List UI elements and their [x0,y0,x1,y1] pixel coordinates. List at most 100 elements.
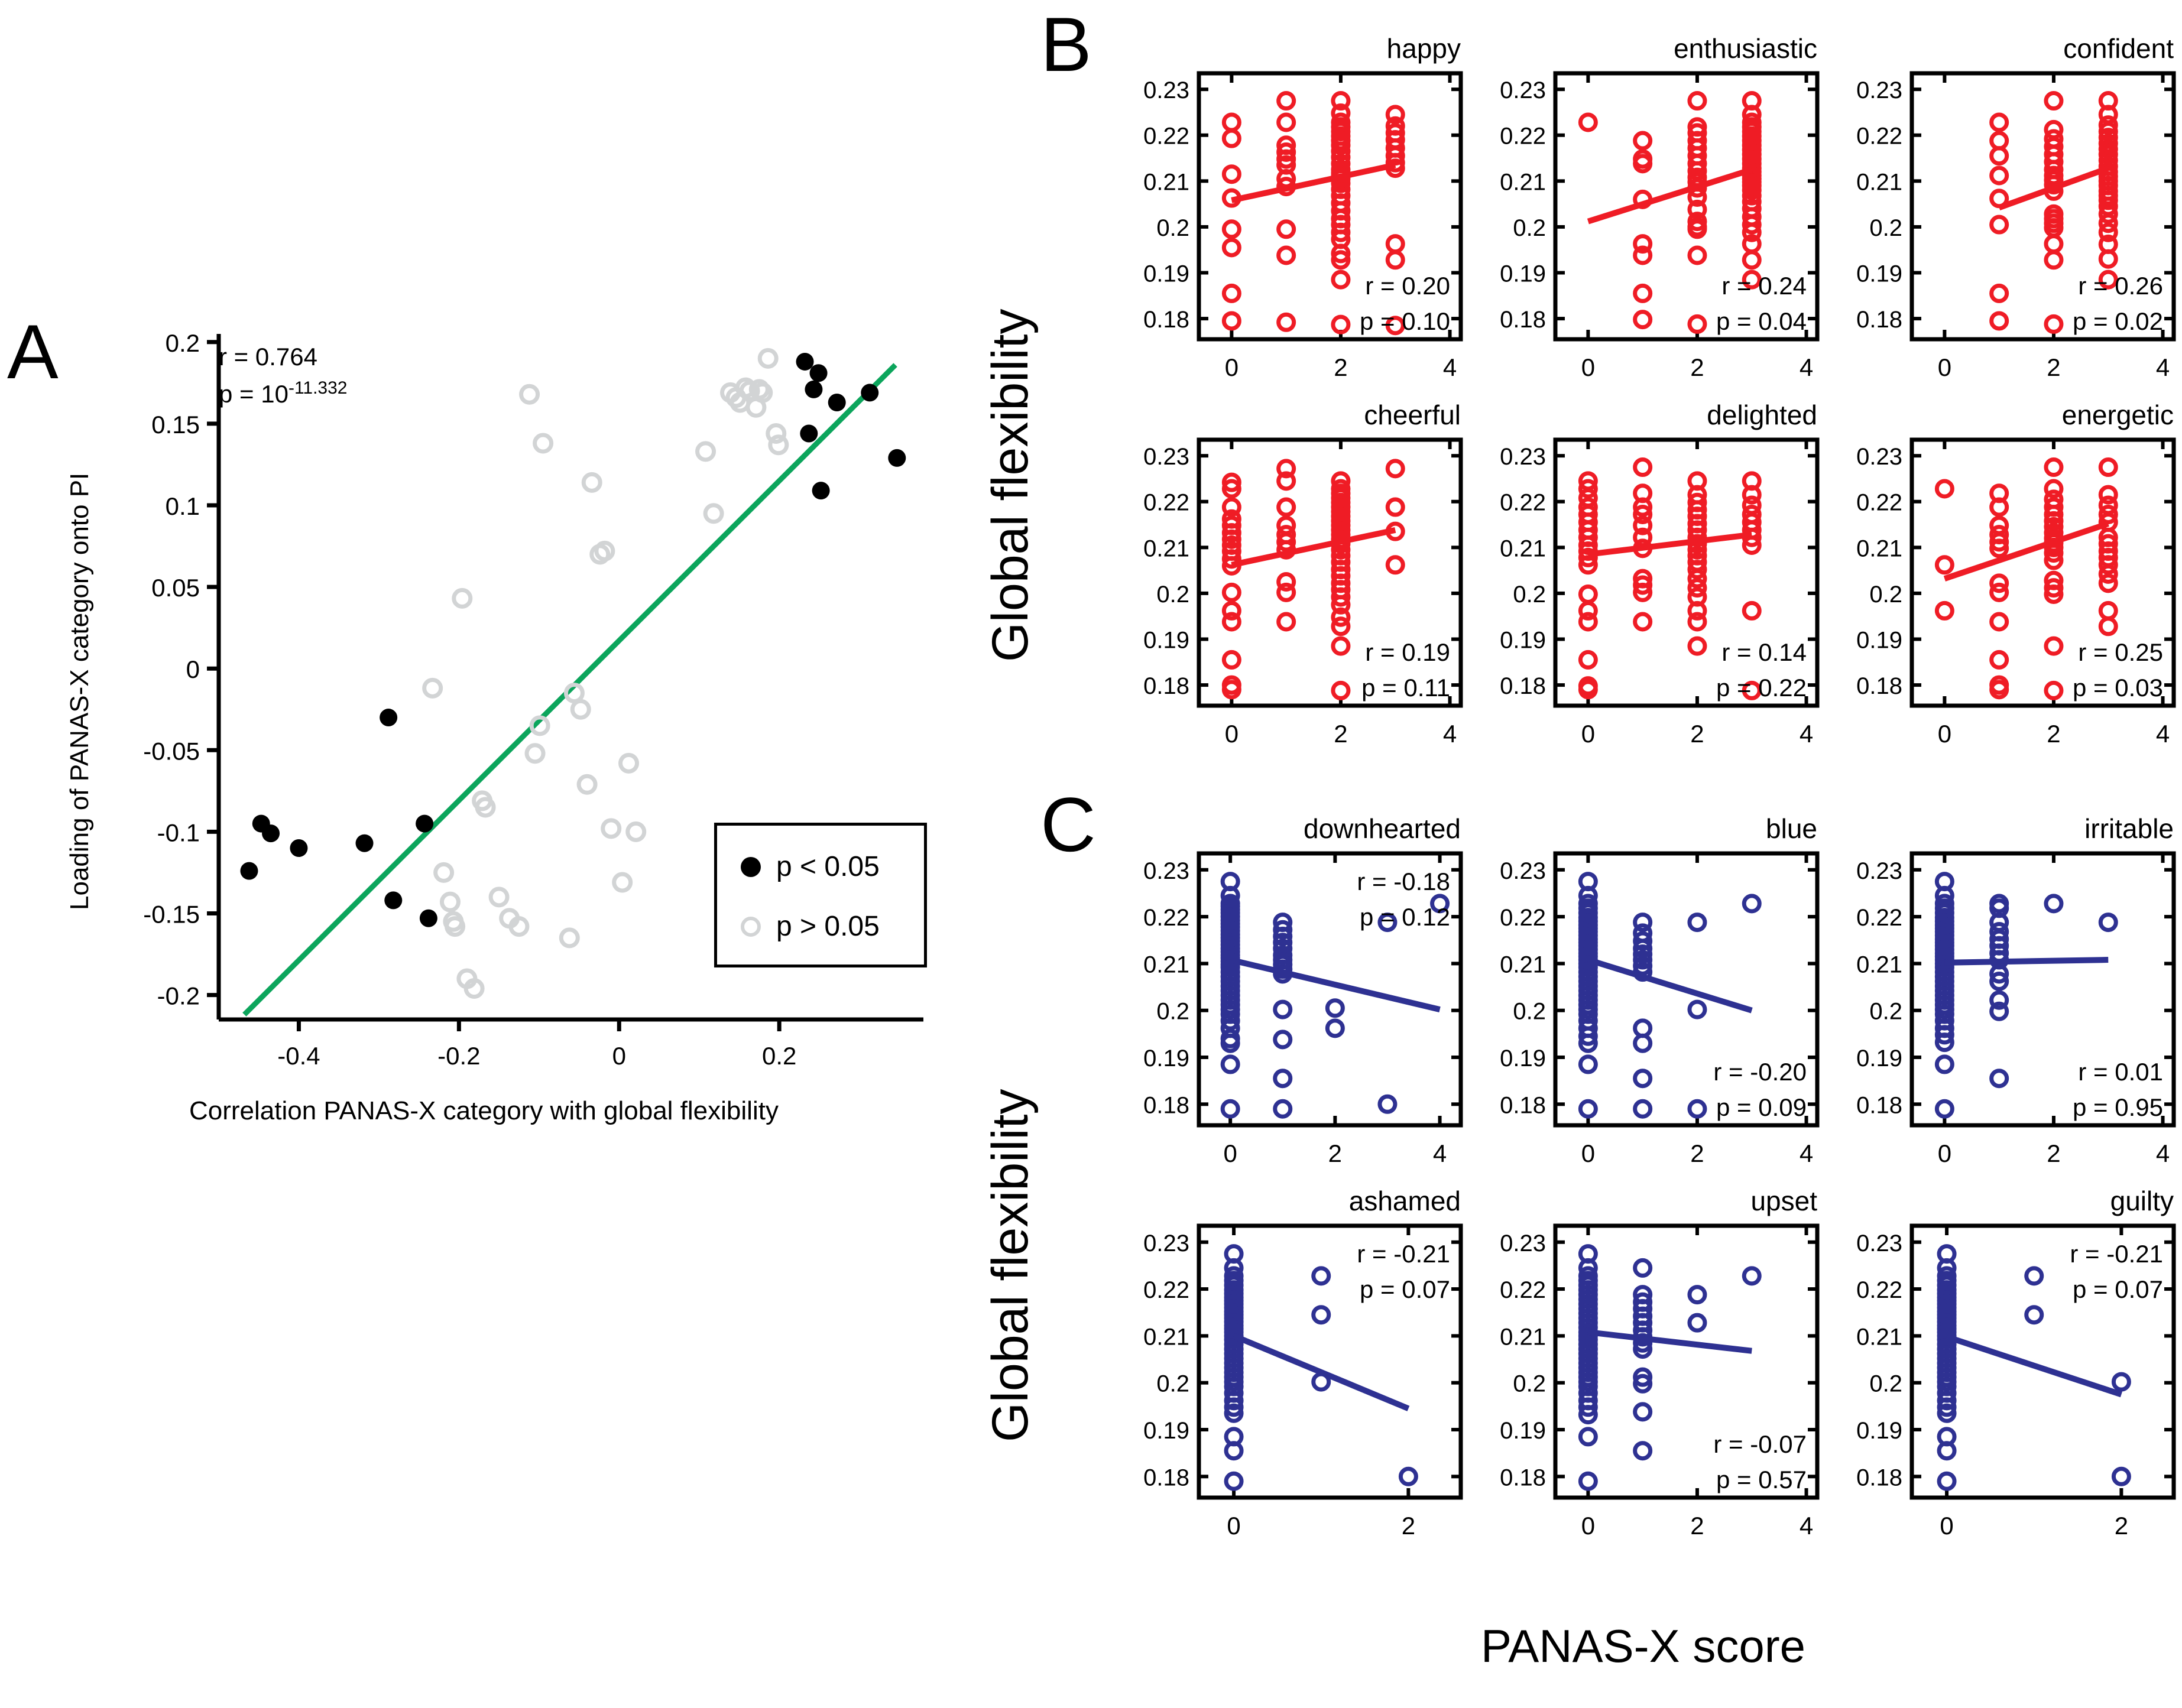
panel-a-x-tick: -0.2 [437,1042,480,1070]
subplot-data-point [2044,457,2064,478]
subplot-data-point [1633,575,1653,595]
subplot-y-tick: 0.21 [1856,169,1902,195]
subplot-data-point [1331,636,1351,656]
subplot-y-tick: 0.19 [1500,628,1546,654]
subplot-data-point [1633,504,1653,524]
subplot-data-point [1331,607,1351,627]
subplot-data-point [1633,1333,1653,1353]
subplot-y-tick: 0.2 [1156,582,1189,608]
subplot-data-point [1273,933,1293,953]
subplot-data-point [1633,149,1653,169]
subplot-data-point [1331,616,1351,637]
panel-a-y-tick: -0.15 [143,900,200,928]
subplot-regression-line [1230,957,1441,1012]
subplot-data-point [1221,112,1241,132]
subplot-data-point [1398,1466,1418,1486]
subplot-regression-line [1946,1334,2122,1398]
subplot-data-point [1687,1099,1707,1119]
subplot-p-value: p = 0.57 [1716,1466,1807,1493]
subplot-data-point [1276,91,1296,111]
subplot-data-point [1633,131,1653,151]
subplot-x-tick: 2 [1334,720,1347,748]
subplot-data-point [2098,485,2118,505]
subplot-y-tick: 0.21 [1500,169,1546,195]
subplot-data-point [1385,234,1405,254]
subplot-x-tick: 4 [2156,353,2170,381]
subplot-data-point [1385,116,1405,136]
subplot-y-tick: 0.22 [1500,490,1546,516]
legend-label-significant: p < 0.05 [776,851,880,882]
subplot-data-point [1687,245,1707,265]
panel-a-point-nonsignificant [594,540,615,561]
subplot-data-point [1687,1313,1707,1333]
subplot-regression-line [1943,521,2109,582]
subplot-data-point [2098,504,2118,524]
subplot-x-tick: 4 [1800,1139,1813,1167]
panel-a-regression-line [242,363,897,1017]
subplot-data-point [1687,636,1707,656]
subplot-data-point [1276,312,1296,332]
panel-a-y-tick: -0.05 [143,737,200,765]
subplot-data-point [1377,1094,1398,1114]
subplot-data-point [1742,199,1762,219]
subplot-x-tick: 2 [2047,1139,2060,1167]
subplot-x-tick: 0 [1225,720,1238,748]
subplot-data-point [1221,612,1241,632]
subplot-data-point [1934,479,1954,499]
panel-a-point-nonsignificant [508,916,530,937]
subplot-data-point [1331,269,1351,290]
subplot-data-point [1385,497,1405,517]
subplot-data-point [1220,872,1240,892]
subplot-x-tick: 2 [1690,720,1704,748]
subplot-data-point [1331,154,1351,174]
subplot-data-point [1742,269,1762,290]
subplot-data-point [2024,1266,2044,1286]
subplot-data-point [1276,572,1296,592]
subplot-y-tick: 0.23 [1143,444,1189,470]
subplot-r-value: r = -0.07 [1713,1430,1807,1458]
subplot-data-point [1687,552,1707,572]
subplot-y-tick: 0.2 [1513,582,1546,608]
subplot-data-point [1934,600,1954,621]
subplot-title-guilty: guilty [2110,1186,2174,1216]
subplot-data-point [1633,1099,1653,1119]
panel-a-point-nonsignificant [559,927,580,949]
subplot-y-tick: 0.18 [1500,1465,1546,1491]
subplot-data-point [1578,894,1598,914]
subplot-data-point [1331,250,1351,270]
subplot-r-value: r = -0.20 [1713,1058,1807,1086]
subplot-data-point [1633,1069,1653,1089]
subplot-p-value: p = 0.10 [1360,307,1450,335]
panel-a-legend: p < 0.05 p > 0.05 [714,823,927,967]
subplot-data-point [1989,283,2009,303]
subplot-data-point [2044,570,2064,590]
subplot-data-point [2098,616,2118,637]
subplot-data-point [1331,103,1351,123]
subplot-x-tick: 0 [1581,720,1595,748]
subplot-x-tick: 4 [1443,353,1457,381]
subplot-y-tick: 0.21 [1500,952,1546,978]
subplot-data-point [1221,497,1241,517]
subplot-y-tick: 0.22 [1143,1277,1189,1303]
subplot-y-tick: 0.19 [1500,261,1546,287]
subplot-data-point [1276,612,1296,632]
subplot-data-point [1325,1018,1345,1038]
subplot-y-tick: 0.21 [1143,952,1189,978]
subplot-y-tick: 0.23 [1500,1230,1546,1256]
subplot-data-point [1742,600,1762,621]
subplot-data-point [1989,525,2009,545]
subplot-data-point [1221,164,1241,184]
subplot-data-point [1989,573,2009,593]
subplot-data-point [2044,894,2064,914]
subplot-data-point [1578,497,1598,517]
subplot-data-point [1687,471,1707,491]
subplot-y-tick: 0.22 [1856,490,1902,516]
subplot-y-tick: 0.22 [1143,124,1189,150]
subplot-y-tick: 0.23 [1856,77,1902,103]
subplot-title-confident: confident [2063,33,2174,64]
panel-a-point-nonsignificant [570,699,591,720]
